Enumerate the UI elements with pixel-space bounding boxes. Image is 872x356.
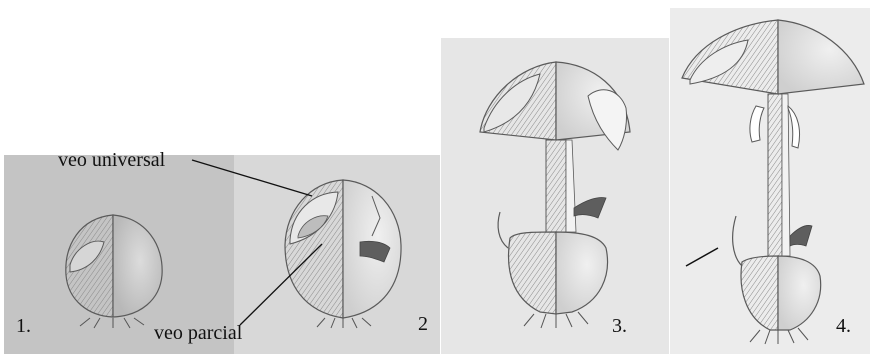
universal-veil-label: veo universal: [58, 149, 166, 171]
panel-4-number: 4.: [836, 315, 851, 337]
panel-3-number: 3.: [612, 315, 627, 337]
panel-2-number: 2: [418, 313, 428, 335]
partial-veil-label: veo parcial: [154, 322, 243, 344]
panel-1-number: 1.: [16, 315, 31, 337]
